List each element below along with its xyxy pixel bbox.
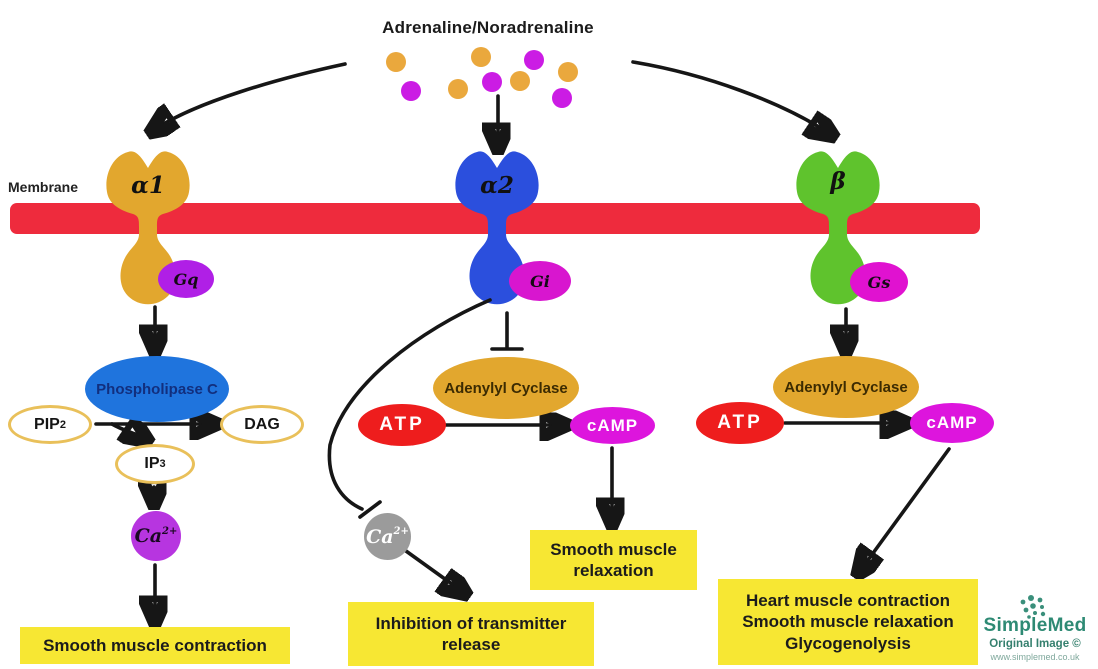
simplemed-original-image: Original Image © [989, 638, 1081, 650]
adrenaline-dot [558, 62, 578, 82]
noradrenaline-dot [524, 50, 544, 70]
noradrenaline-dot [401, 81, 421, 101]
calcium-superscript: 2+ [393, 526, 409, 537]
arrow-calcium-to-inhibition-box [404, 549, 463, 592]
phospholipase-c-node: Phospholipase C [85, 356, 229, 422]
adrenaline-dot [471, 47, 491, 67]
ip3-subscript: 3 [159, 458, 166, 470]
alpha2-receptor-label: α2 [480, 172, 514, 199]
outcome-smooth-muscle-relaxation: Smooth muscle relaxation [530, 530, 697, 590]
gs-protein: Gs [850, 262, 908, 302]
arrow-camp-to-outcomes-right [860, 447, 951, 571]
membrane-label: Membrane [8, 179, 79, 195]
arrow-ligand-to-alpha1 [154, 62, 347, 130]
outcome-glycogenolysis: Glycogenolysis [785, 633, 911, 653]
calcium-label: Ca [134, 525, 163, 547]
calcium-superscript: 2+ [162, 525, 178, 537]
gq-protein: Gq [158, 260, 214, 298]
simplemed-logo-icon [1020, 595, 1046, 619]
beta-receptor-label: β [830, 168, 846, 195]
pip2-label: PIP [34, 415, 60, 433]
noradrenaline-dot [552, 88, 572, 108]
simplemed-url: www.simplemed.co.uk [990, 652, 1080, 662]
arrow-ligand-to-beta [631, 60, 830, 134]
arrow-plc-to-ip3 [110, 424, 145, 439]
atp-node-middle: ATP [358, 404, 446, 446]
outcome-smooth-muscle-contraction: Smooth muscle contraction [20, 627, 290, 664]
dag-node: DAG [220, 405, 304, 444]
diagram-title: Adrenaline/Noradrenaline [382, 18, 594, 37]
outcome-smooth-muscle-relaxation-right: Smooth muscle relaxation [742, 612, 954, 632]
adrenaline-dot [386, 52, 406, 72]
ip3-label: IP [144, 455, 160, 472]
adrenaline-dot [448, 79, 468, 99]
simplemed-brand: SimpleMed [983, 615, 1087, 636]
noradrenaline-dot [482, 72, 502, 92]
outcome-heart-muscle-contraction: Heart muscle contraction [745, 591, 951, 611]
pip2-subscript: 2 [59, 418, 66, 431]
outcome-box-right: Heart muscle contraction Smooth muscle r… [718, 579, 978, 665]
adenylyl-cyclase-node-right: Adenylyl Cyclase [773, 356, 919, 418]
adrenaline-dot [510, 71, 530, 91]
calcium-label: Ca [366, 525, 394, 548]
gi-protein: Gi [509, 261, 571, 301]
camp-node-right: cAMP [910, 403, 994, 443]
atp-node-right: ATP [696, 402, 784, 444]
outcome-inhibition-transmitter-release: Inhibition of transmitter release [348, 602, 594, 666]
camp-node-middle: cAMP [570, 407, 655, 444]
alpha1-receptor-label: α1 [131, 172, 165, 199]
adenylyl-cyclase-node-middle: Adenylyl Cyclase [433, 357, 579, 419]
